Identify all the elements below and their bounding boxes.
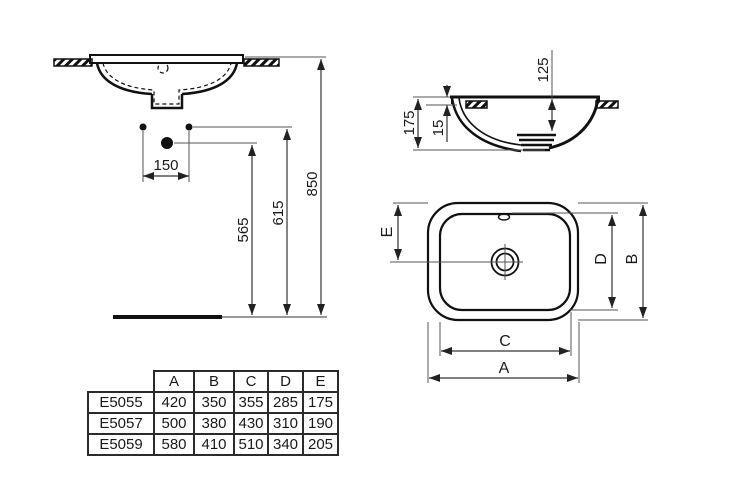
col-header-d: D	[267, 370, 304, 393]
table-row: E5057 500 380 430 310 190	[87, 412, 339, 435]
top-view: E D B C A	[379, 201, 648, 383]
dim-label-125: 125	[535, 57, 552, 82]
drain-stub-outline	[150, 94, 184, 110]
value-cell: 430	[233, 412, 269, 435]
supply-point-left	[139, 123, 147, 131]
value-cell: 410	[193, 433, 235, 456]
value-cell: 285	[267, 391, 304, 414]
dim-label-150: 150	[153, 157, 178, 174]
value-cell: 580	[153, 433, 195, 456]
value-cell: 500	[153, 412, 195, 435]
dim-label-c: C	[499, 333, 511, 350]
col-header-b: B	[193, 370, 235, 393]
dim-label-175: 175	[401, 110, 418, 135]
overflow-hole	[497, 213, 511, 221]
dim-label-565: 565	[235, 217, 252, 242]
basin-bowl-outline	[95, 62, 239, 96]
side-counter-section-left	[465, 100, 488, 109]
table-row: E5059 580 410 510 340 205	[87, 433, 339, 456]
col-header-c: C	[233, 370, 269, 393]
table-header-row: A B C D E	[88, 370, 339, 393]
dim-label-e: E	[379, 227, 396, 238]
drain-point	[161, 137, 173, 149]
overflow-hidden-circle	[157, 62, 169, 74]
model-cell: E5055	[87, 391, 155, 414]
value-cell: 510	[233, 433, 269, 456]
side-bowl-outer-left	[450, 97, 522, 153]
dim-label-850: 850	[304, 171, 321, 196]
value-cell: 380	[193, 412, 235, 435]
dim-label-b: B	[624, 254, 641, 265]
dimension-table: A B C D E E5055 420 350 355 285 175 E505…	[87, 370, 339, 456]
side-view: 175 15 125	[401, 50, 619, 153]
dim-label-d: D	[593, 253, 610, 265]
value-cell: 340	[267, 433, 304, 456]
side-counter-section-right	[595, 100, 619, 109]
value-cell: 310	[267, 412, 304, 435]
model-cell: E5057	[87, 412, 155, 435]
front-view: 150 565 615 850	[53, 54, 327, 319]
value-cell: 420	[153, 391, 195, 414]
table-row: E5055 420 350 355 285 175	[87, 391, 339, 414]
counter-section-left	[53, 58, 93, 67]
counter-section-right	[243, 58, 280, 67]
dim-label-615: 615	[270, 200, 287, 225]
value-cell: 190	[302, 412, 339, 435]
dim-label-a: A	[499, 360, 510, 377]
value-cell: 205	[302, 433, 339, 456]
value-cell: 175	[302, 391, 339, 414]
dim-label-15: 15	[430, 120, 447, 137]
value-cell: 350	[193, 391, 235, 414]
basin-bowl-hidden-line	[102, 62, 232, 105]
value-cell: 355	[233, 391, 269, 414]
col-header-a: A	[153, 370, 195, 393]
side-bowl-inner-left	[458, 97, 522, 146]
supply-point-right	[185, 123, 193, 131]
basin-rim	[89, 54, 244, 64]
side-bowl-right	[548, 97, 600, 150]
model-cell: E5059	[87, 433, 155, 456]
col-header-e: E	[302, 370, 339, 393]
table-corner-cell	[88, 371, 154, 392]
